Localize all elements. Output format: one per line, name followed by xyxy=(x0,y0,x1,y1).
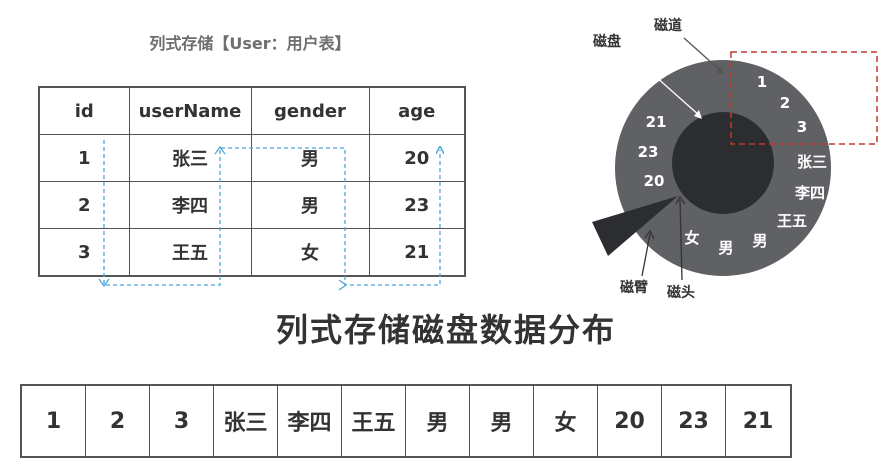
table-header-row: id userName gender age xyxy=(38,86,466,135)
sector-value: 23 xyxy=(638,143,659,161)
strip-cell: 3 xyxy=(150,386,214,456)
sector-value: 1 xyxy=(757,73,767,91)
strip-cell: 1 xyxy=(22,386,86,456)
header-gender: gender xyxy=(250,86,370,135)
header-username: userName xyxy=(128,86,252,135)
strip-cell: 21 xyxy=(742,408,774,434)
strip-cell: 男 xyxy=(470,386,534,456)
sector-value: 2 xyxy=(780,94,790,112)
track-pointer-line xyxy=(683,37,723,73)
strip-cell: 23 xyxy=(662,386,726,456)
page-title: 列式存储磁盘数据分布 xyxy=(275,311,616,349)
strip-cell: 男 xyxy=(406,386,470,456)
track-pointer-arrow xyxy=(716,66,724,75)
label-head: 磁头 xyxy=(667,284,695,301)
table-caption: 列式存储【User：用户表】 xyxy=(149,34,351,53)
sector-value: 男 xyxy=(718,239,733,257)
sector-value: 张三 xyxy=(797,153,827,171)
disk-arm xyxy=(592,196,678,256)
sector-value: 女 xyxy=(684,229,699,247)
header-id: id xyxy=(38,86,130,135)
head-pointer-line xyxy=(679,199,683,281)
label-track: 磁道 xyxy=(654,17,682,34)
strip-cell: 王五 xyxy=(342,386,406,456)
sector-value: 王五 xyxy=(777,212,807,230)
strip-cell: 20 xyxy=(598,386,662,456)
sector-value: 21 xyxy=(646,113,667,131)
arm-pointer-arrow xyxy=(644,229,655,240)
sector-value: 李四 xyxy=(794,184,825,202)
sector-value: 男 xyxy=(752,232,767,250)
disk-pointer-arrow xyxy=(694,110,702,119)
sector-highlight xyxy=(730,51,878,145)
strip-cell: 李四 xyxy=(278,386,342,456)
disk-hub xyxy=(672,112,774,214)
arm-pointer-line xyxy=(641,233,651,277)
sector-value: 3 xyxy=(797,118,807,136)
sector-value: 20 xyxy=(644,172,665,190)
strip-cell: 2 xyxy=(86,386,150,456)
disk-data-strip: 1 2 3 张三 李四 王五 男 男 女 20 23 21 xyxy=(20,384,792,458)
strip-cell: 张三 xyxy=(214,386,278,456)
head-pointer-arrow xyxy=(675,195,686,205)
label-disk: 磁盘 xyxy=(593,33,621,50)
strip-cell: 女 xyxy=(534,386,598,456)
disk-pointer-line xyxy=(627,51,701,117)
label-arm: 磁臂 xyxy=(620,279,648,296)
